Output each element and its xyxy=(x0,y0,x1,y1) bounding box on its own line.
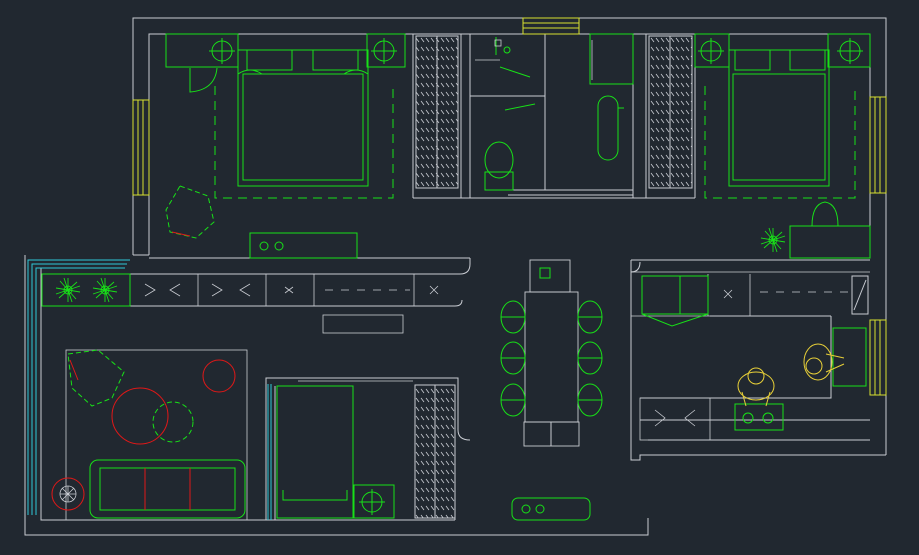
fridge-icon xyxy=(851,275,869,315)
stove-icon xyxy=(259,241,284,251)
wardrobe-second xyxy=(648,35,693,189)
corridor-cabinets xyxy=(129,271,870,334)
windows xyxy=(132,17,887,396)
bathroom xyxy=(484,33,634,191)
lamp-icon xyxy=(837,38,863,64)
shower-icon xyxy=(495,37,536,111)
study xyxy=(276,385,395,519)
rug xyxy=(704,86,856,199)
bed-icon xyxy=(728,49,830,187)
floor-lamp-icon xyxy=(51,477,85,511)
nightstand xyxy=(353,484,395,519)
desk xyxy=(789,225,871,259)
chair xyxy=(165,185,215,239)
dining xyxy=(500,259,603,521)
chair-icon xyxy=(500,300,603,417)
living-room xyxy=(51,349,248,521)
wardrobe-study xyxy=(414,384,456,519)
lamp-icon xyxy=(209,38,235,64)
single-bed-icon xyxy=(276,385,354,519)
lamp-icon xyxy=(371,38,397,64)
wardrobe-master xyxy=(415,35,459,189)
second-bedroom xyxy=(694,33,871,259)
bath-fixtures xyxy=(475,39,593,80)
corridor-green xyxy=(41,273,709,327)
dining-table-icon xyxy=(524,291,579,423)
person-icon xyxy=(737,367,775,407)
coffee-table-icon xyxy=(111,387,169,445)
bathtub-icon xyxy=(597,95,624,161)
person-icon xyxy=(803,343,845,381)
side-table-icon xyxy=(202,359,236,393)
bed-icon xyxy=(237,49,369,187)
kitchen xyxy=(639,327,867,441)
cooktop xyxy=(511,497,591,521)
plant-icon xyxy=(55,227,786,303)
toilet-icon xyxy=(484,141,514,191)
balcony-window xyxy=(27,259,272,520)
sink-icon xyxy=(832,327,867,387)
walls xyxy=(24,17,887,536)
rug xyxy=(214,86,394,199)
lamp-icon xyxy=(359,489,385,515)
master-bedroom xyxy=(165,33,406,259)
sofa-icon xyxy=(89,459,246,519)
tv-cabinet xyxy=(249,232,358,259)
lamp-icon xyxy=(698,38,724,64)
rug xyxy=(65,349,248,521)
stove-icon xyxy=(734,403,784,431)
door-arc xyxy=(189,67,218,93)
